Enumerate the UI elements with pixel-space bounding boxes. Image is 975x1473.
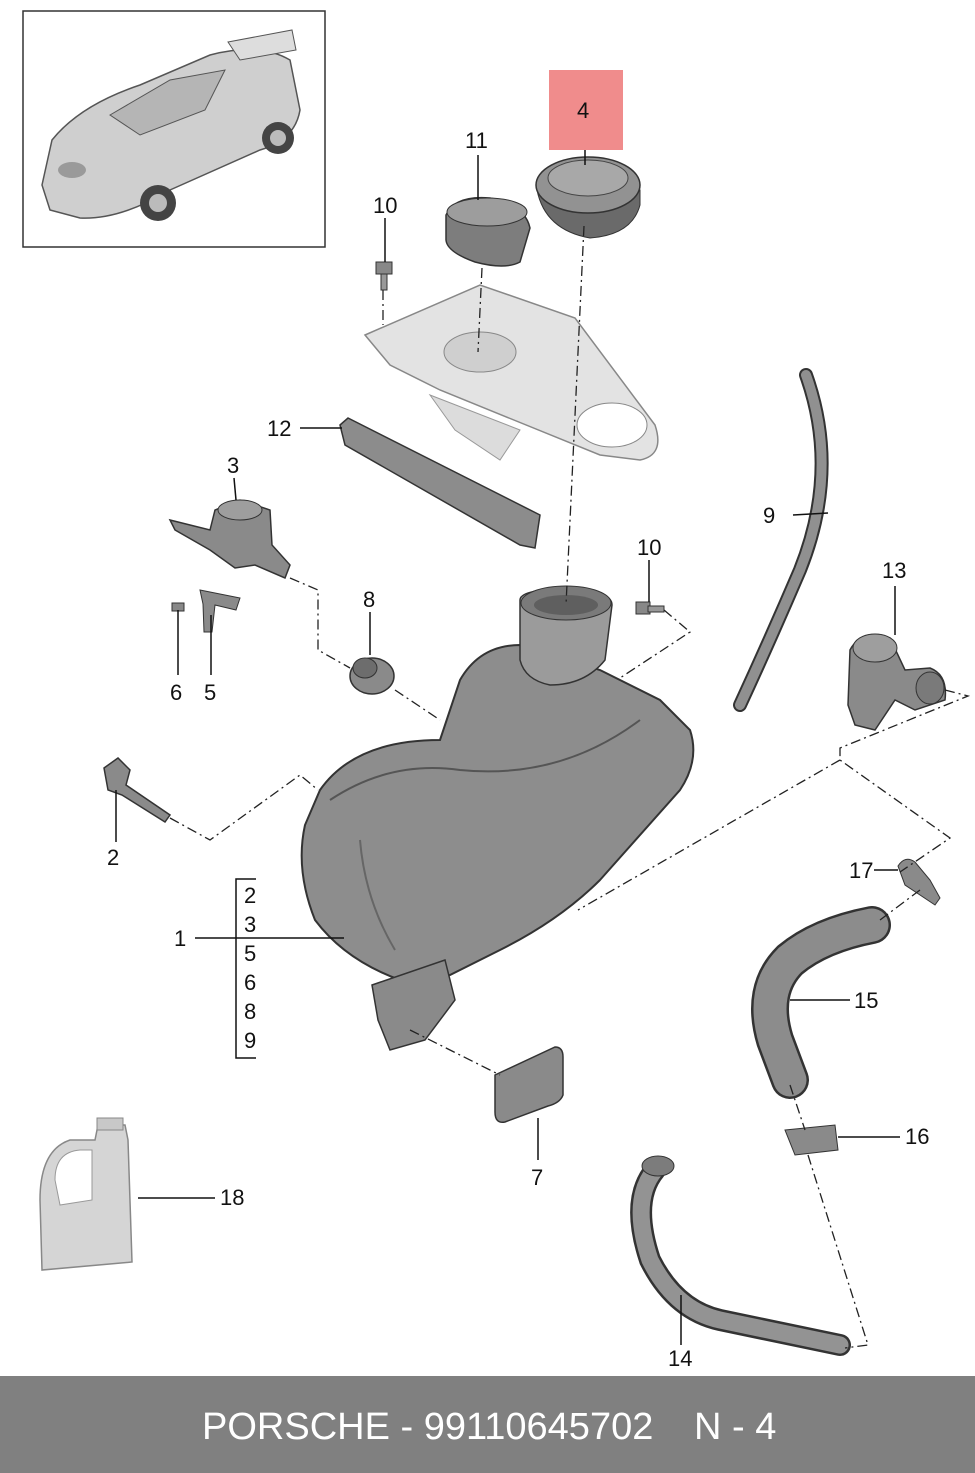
part-13-connector [847,633,947,731]
callout-12: 12 [267,416,292,441]
part-6-screw [171,602,185,612]
routing-lines [169,225,971,1349]
callout-15: 15 [854,988,879,1013]
callout-13: 13 [882,558,907,583]
callout-10-right: 10 [637,535,662,560]
brand-part-number: PORSCHE - 99110645702 [202,1406,654,1448]
callout-3: 3 [227,453,240,478]
callout-6: 6 [170,680,183,705]
kit-item: 5 [244,941,257,966]
callout-11: 11 [465,128,488,153]
part-5-bracket [199,589,241,633]
part-12-strip [339,417,541,549]
callout-7: 7 [531,1165,544,1190]
footer-bar: PORSCHE - 99110645702 N - 4 [0,1376,975,1473]
part-1-reservoir [300,585,695,1051]
callout-10-top: 10 [373,193,398,218]
cover-plate [363,284,659,461]
callout-4: 4 [577,98,590,123]
callout-5: 5 [204,680,217,705]
part-4-filler-cap [535,156,641,239]
callout-9: 9 [763,503,776,528]
part-10-bolt-top [375,261,393,291]
part-18-coolant-bottle [39,1117,133,1271]
highlight-box [549,70,623,150]
part-7-pad [494,1046,564,1124]
part-10-bolt-right [635,601,665,615]
part-11-cap [445,196,531,267]
leader-lines [115,125,900,1345]
callout-14: 14 [668,1346,693,1371]
part-17-clamp [897,858,941,906]
part-8-grommet [349,657,395,695]
kit-item: 8 [244,999,257,1024]
callout-2: 2 [107,845,120,870]
position-code: N - 4 [694,1406,777,1448]
callout-18: 18 [220,1185,245,1210]
kit-item: 3 [244,912,257,937]
kit-item: 6 [244,970,257,995]
vehicle-thumbnail [22,10,326,248]
kit-item: 9 [244,1028,257,1053]
callout-8: 8 [363,587,376,612]
part-16-clamp [784,1124,839,1156]
callout-16: 16 [905,1124,930,1149]
part-3-valve [168,499,291,579]
kit-item: 2 [244,883,257,908]
callout-1: 1 [174,926,187,951]
parts-diagram [22,10,971,1356]
part-2-sensor [103,757,172,824]
callout-17: 17 [849,858,874,883]
